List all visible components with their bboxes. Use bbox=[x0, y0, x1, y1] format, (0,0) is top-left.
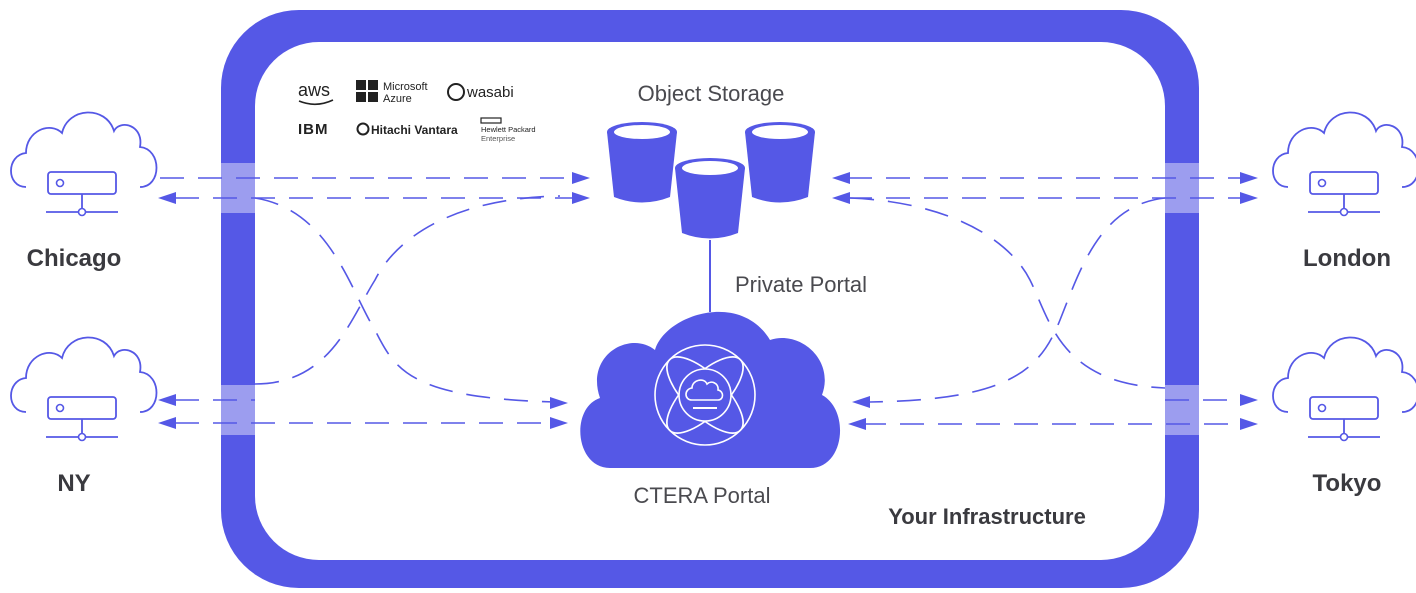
storage-bucket-icon bbox=[607, 122, 677, 203]
hitachi-logo-text: Hitachi Vantara bbox=[371, 123, 458, 137]
hpe-logo-text: Hewlett Packard bbox=[481, 125, 536, 134]
city-label-london: London bbox=[1303, 245, 1391, 272]
aws-smile-icon bbox=[298, 99, 334, 106]
ny-site-icon bbox=[10, 336, 158, 442]
connections-right bbox=[832, 172, 1258, 430]
wasabi-logo-text: wasabi bbox=[466, 84, 514, 101]
connector-band-right-bottom bbox=[1165, 385, 1199, 435]
chicago-site-icon bbox=[10, 111, 158, 217]
ibm-logo: IBM bbox=[298, 121, 329, 138]
ctera-portal-label: CTERA Portal bbox=[634, 483, 771, 508]
connections-left bbox=[158, 172, 590, 429]
wasabi-logo-icon bbox=[447, 83, 465, 101]
your-infrastructure-label: Your Infrastructure bbox=[888, 504, 1086, 529]
microsoft-logo-icon bbox=[356, 80, 378, 102]
hitachi-logo-icon bbox=[356, 122, 370, 136]
tokyo-site-icon bbox=[1272, 336, 1416, 442]
storage-bucket-icon bbox=[745, 122, 815, 203]
city-label-ny: NY bbox=[57, 470, 90, 497]
storage-bucket-icon bbox=[675, 158, 745, 239]
azure-logo-text: Azure bbox=[383, 93, 412, 105]
provider-logos: aws Microsoft Azure wasabi IBM Hitachi V… bbox=[298, 80, 536, 143]
object-storage-label: Object Storage bbox=[638, 81, 785, 106]
microsoft-logo-text: Microsoft bbox=[383, 81, 428, 93]
aws-logo: aws bbox=[298, 80, 330, 100]
city-label-tokyo: Tokyo bbox=[1313, 470, 1382, 497]
private-portal-label: Private Portal bbox=[735, 272, 867, 297]
city-label-chicago: Chicago bbox=[27, 245, 122, 272]
london-site-icon bbox=[1272, 111, 1416, 217]
portal-cloud-badge-icon bbox=[678, 368, 732, 422]
connector-band-right-top bbox=[1165, 163, 1199, 213]
connector-band-left-bottom bbox=[221, 385, 255, 435]
connector-band-left-top bbox=[221, 163, 255, 213]
hpe-logo-text-2: Enterprise bbox=[481, 134, 515, 143]
hpe-logo-icon bbox=[480, 117, 502, 124]
